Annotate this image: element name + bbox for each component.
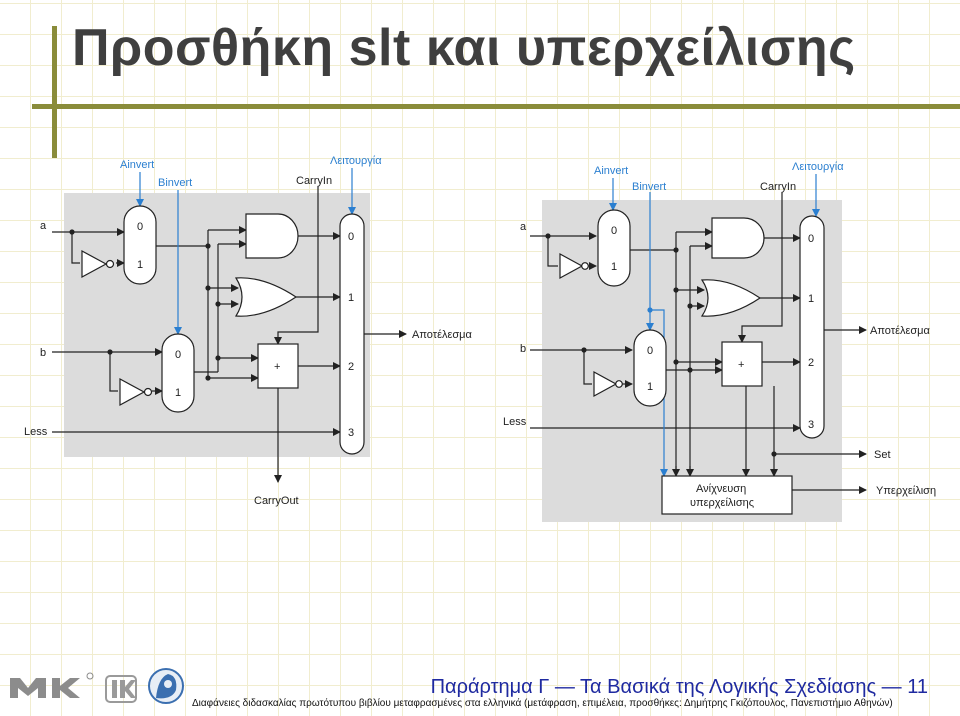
right-mux-out-1: 1 <box>808 293 814 305</box>
right-ainvert-label: Ainvert <box>594 165 628 177</box>
left-carryin-label: CarryIn <box>296 175 332 187</box>
right-and-gate <box>711 217 765 259</box>
left-mux-a-1: 1 <box>137 259 143 271</box>
left-mux-result <box>339 213 365 455</box>
left-mux-b <box>161 333 195 413</box>
right-less-label: Less <box>503 416 527 428</box>
left-mux-a-0: 0 <box>137 221 143 233</box>
right-binvert-label: Binvert <box>632 181 666 193</box>
right-b-label: b <box>520 343 526 355</box>
right-mux-a-1: 1 <box>611 261 617 273</box>
right-carryin-label: CarryIn <box>760 181 796 193</box>
left-alu: Ainvert Binvert Λειτουργία CarryIn a b L… <box>24 155 473 507</box>
right-a-label: a <box>520 221 527 233</box>
left-mux-out-2: 2 <box>348 361 354 373</box>
logo-athena-icon <box>148 668 184 704</box>
overflow-label: Υπερχείλιση <box>876 485 936 497</box>
left-mux-a <box>123 205 157 285</box>
left-a-label: a <box>40 220 47 232</box>
left-or-gate <box>234 277 298 317</box>
left-and-gate <box>245 213 299 259</box>
right-mux-b-0: 0 <box>647 345 653 357</box>
slide-title: Προσθήκη slt και υπερχείλισης <box>72 19 856 77</box>
left-ainvert-label: Ainvert <box>120 159 154 171</box>
left-not-b-icon <box>119 377 146 407</box>
footer-logos <box>10 668 184 704</box>
footer-note: Διαφάνειες διδασκαλίας πρωτότυπου βιβλίο… <box>192 698 893 709</box>
left-adder-label: + <box>274 361 280 373</box>
left-mux-out-1: 1 <box>348 292 354 304</box>
left-mux-b-0: 0 <box>175 349 181 361</box>
title-accent-horizontal <box>32 104 960 109</box>
right-alu-panel <box>542 200 842 522</box>
right-mux-a-0: 0 <box>611 225 617 237</box>
right-mux-out-3: 3 <box>808 419 814 431</box>
left-alu-panel <box>64 193 370 457</box>
left-not-a-icon <box>81 249 108 279</box>
left-carryout-label: CarryOut <box>254 495 299 507</box>
right-mux-b-1: 1 <box>647 381 653 393</box>
right-not-b-icon <box>593 370 618 398</box>
right-mux-a <box>597 209 631 287</box>
left-less-label: Less <box>24 426 48 438</box>
right-mux-b <box>633 329 667 407</box>
left-mux-out-3: 3 <box>348 427 354 439</box>
right-mux-out-2: 2 <box>808 357 814 369</box>
logo-mk-icon <box>10 672 94 698</box>
left-b-label: b <box>40 347 46 359</box>
left-adder <box>257 343 299 389</box>
right-not-a-icon <box>559 252 584 280</box>
title-accent-vertical <box>52 26 57 158</box>
left-binvert-label: Binvert <box>158 177 192 189</box>
left-result-label: Αποτέλεσμα <box>412 329 473 341</box>
overflow-box-line2: υπερχείλισης <box>690 497 754 509</box>
overflow-detection-box <box>661 475 793 515</box>
right-operation-label: Λειτουργία <box>792 161 844 173</box>
right-alu: Ainvert Binvert Λειτουργία CarryIn a b L… <box>503 161 936 522</box>
right-mux-out-0: 0 <box>808 233 814 245</box>
right-adder-label: + <box>738 359 744 371</box>
logo-ik-icon <box>105 675 137 703</box>
overflow-box-line1: Ανίχνευση <box>696 483 746 495</box>
left-mux-out-0: 0 <box>348 231 354 243</box>
right-result-label: Αποτέλεσμα <box>870 325 931 337</box>
right-or-gate <box>700 279 762 317</box>
footer-title: Παράρτημα Γ — Τα Βασικά της Λογικής Σχεδ… <box>430 676 928 698</box>
left-operation-label: Λειτουργία <box>330 155 382 167</box>
set-label: Set <box>874 449 891 461</box>
right-adder <box>721 341 763 387</box>
right-mux-result <box>799 215 825 439</box>
left-mux-b-1: 1 <box>175 387 181 399</box>
